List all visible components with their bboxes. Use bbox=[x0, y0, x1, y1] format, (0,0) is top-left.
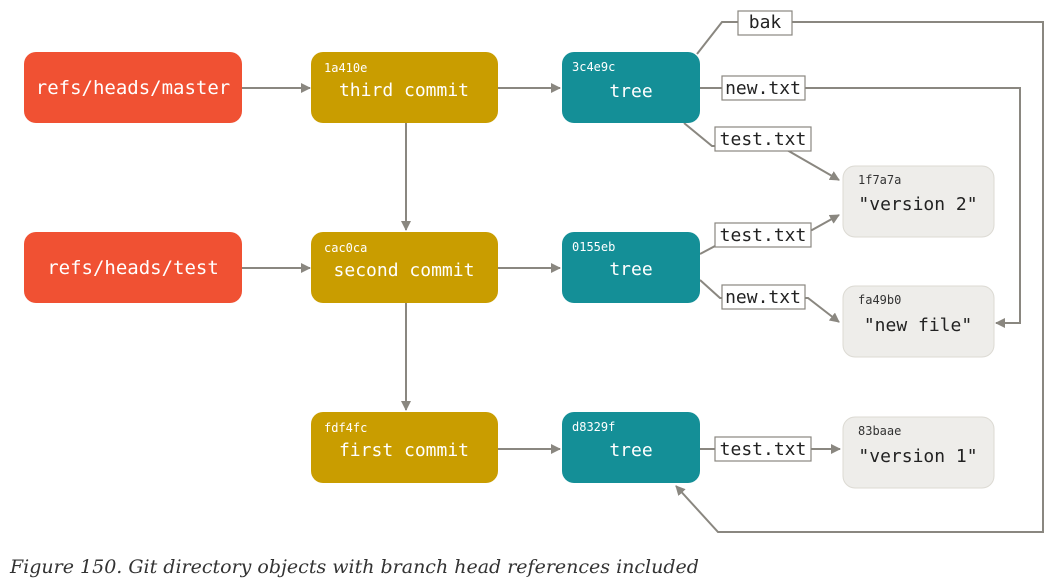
edge-label-test-txt-3-text: test.txt bbox=[720, 439, 807, 460]
ref-nodes: refs/heads/master refs/heads/test bbox=[24, 52, 242, 303]
commit-node-first[interactable]: fdf4fc first commit bbox=[311, 412, 498, 483]
blob-node-1f7a7a[interactable]: 1f7a7a "version 2" bbox=[842, 165, 995, 238]
commit-nodes: 1a410e third commit cac0ca second commit… bbox=[311, 52, 498, 483]
tree-3c4e9c-sha: 3c4e9c bbox=[572, 60, 615, 74]
arrow-bak-to-tree-d8329f bbox=[675, 21, 1044, 533]
tree-nodes: 3c4e9c tree 0155eb tree d8329f tree bbox=[562, 52, 700, 483]
edge-label-test-txt-2-text: test.txt bbox=[720, 225, 807, 246]
tree-0155eb-label: tree bbox=[609, 259, 652, 280]
tree-0155eb-sha: 0155eb bbox=[572, 240, 615, 254]
edge-label-new-txt-1-text: new.txt bbox=[725, 78, 801, 99]
ref-test-label: refs/heads/test bbox=[47, 257, 219, 279]
edge-labels: bak new.txt test.txt test.txt new.txt te… bbox=[714, 10, 812, 462]
tree-d8329f-label: tree bbox=[609, 440, 652, 461]
blob-1f7a7a-content: "version 2" bbox=[858, 194, 977, 215]
edge-label-bak-text: bak bbox=[749, 12, 782, 33]
ref-master-label: refs/heads/master bbox=[36, 77, 230, 99]
arrow-new-txt-to-fa49b0 bbox=[700, 87, 1021, 328]
commit-second-sha: cac0ca bbox=[324, 241, 367, 255]
ref-master-node[interactable]: refs/heads/master bbox=[24, 52, 242, 123]
ref-test-node[interactable]: refs/heads/test bbox=[24, 232, 242, 303]
commit-second-label: second commit bbox=[334, 260, 475, 281]
edge-label-test-txt-3: test.txt bbox=[714, 436, 812, 462]
tree-node-d8329f[interactable]: d8329f tree bbox=[562, 412, 700, 483]
commit-first-label: first commit bbox=[339, 440, 469, 461]
edge-label-new-txt-1: new.txt bbox=[721, 75, 806, 101]
edge-label-bak: bak bbox=[737, 10, 793, 36]
edge-label-test-txt-1-text: test.txt bbox=[720, 129, 807, 150]
blob-node-83baae[interactable]: 83baae "version 1" bbox=[842, 416, 995, 489]
blob-nodes: 1f7a7a "version 2" fa49b0 "new file" 83b… bbox=[842, 165, 995, 489]
tree-d8329f-sha: d8329f bbox=[572, 420, 615, 434]
tree-3c4e9c-label: tree bbox=[609, 81, 652, 102]
tree-node-3c4e9c[interactable]: 3c4e9c tree bbox=[562, 52, 700, 123]
commit-node-third[interactable]: 1a410e third commit bbox=[311, 52, 498, 123]
blob-fa49b0-content: "new file" bbox=[864, 315, 972, 336]
commit-first-sha: fdf4fc bbox=[324, 421, 367, 435]
blob-1f7a7a-sha: 1f7a7a bbox=[858, 173, 901, 187]
edge-label-test-txt-1: test.txt bbox=[714, 126, 812, 152]
blob-fa49b0-sha: fa49b0 bbox=[858, 293, 901, 307]
commit-node-second[interactable]: cac0ca second commit bbox=[311, 232, 498, 303]
tree-node-0155eb[interactable]: 0155eb tree bbox=[562, 232, 700, 303]
blob-83baae-sha: 83baae bbox=[858, 424, 901, 438]
commit-third-sha: 1a410e bbox=[324, 61, 367, 75]
edge-label-test-txt-2: test.txt bbox=[714, 222, 812, 248]
blob-83baae-content: "version 1" bbox=[858, 446, 977, 467]
figure-caption: Figure 150. Git directory objects with b… bbox=[10, 556, 699, 578]
commit-third-label: third commit bbox=[339, 80, 469, 101]
git-objects-diagram: bak new.txt test.txt test.txt new.txt te… bbox=[24, 10, 1044, 533]
edge-label-new-txt-2: new.txt bbox=[721, 284, 806, 310]
blob-node-fa49b0[interactable]: fa49b0 "new file" bbox=[842, 285, 995, 358]
edge-label-new-txt-2-text: new.txt bbox=[725, 287, 801, 308]
